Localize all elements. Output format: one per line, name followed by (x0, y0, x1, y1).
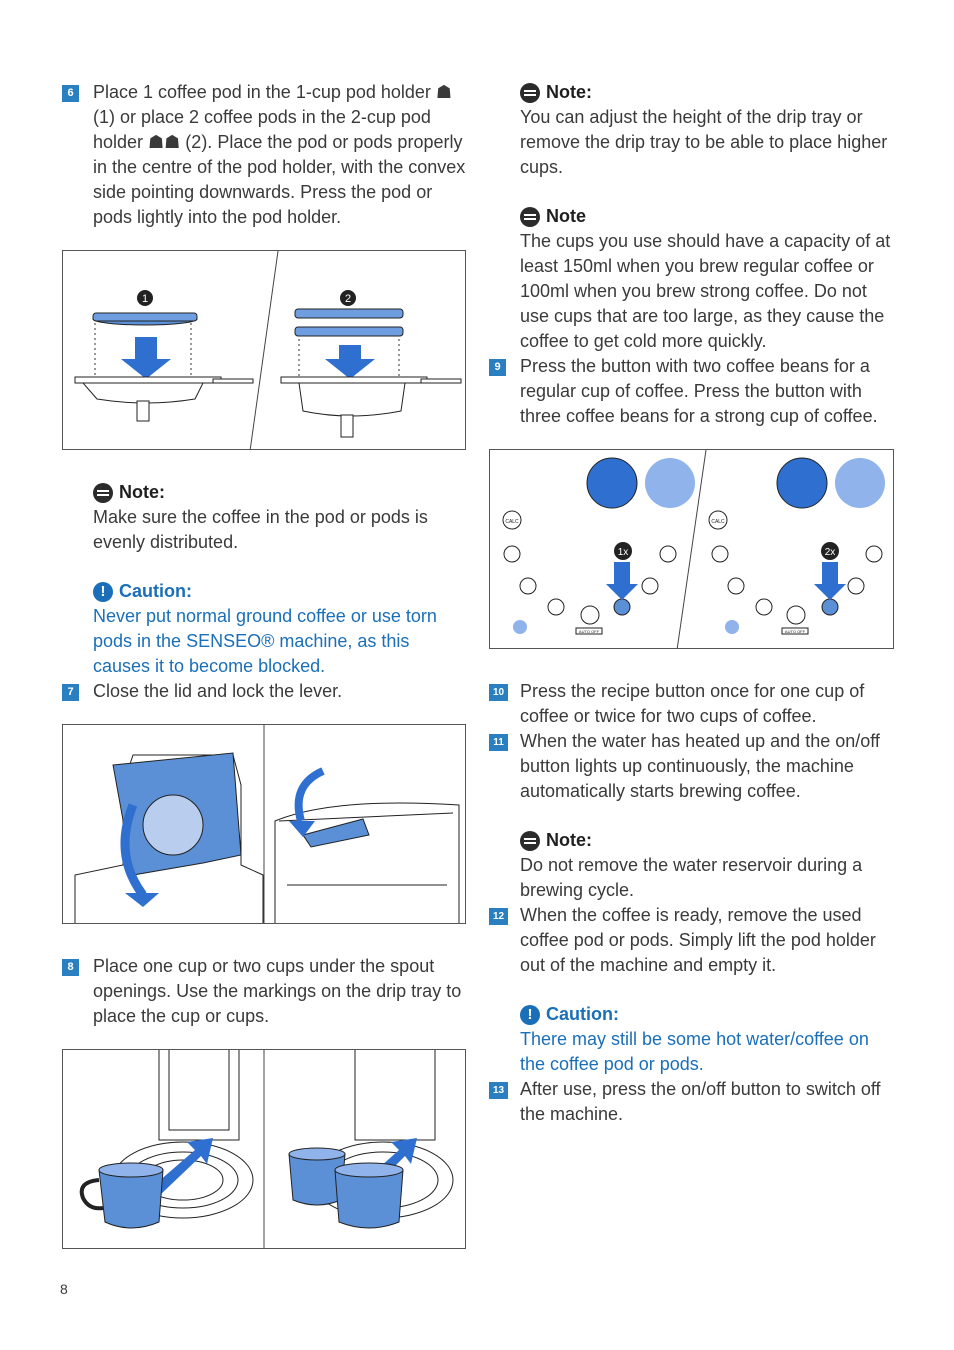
step-12: 12 When the coffee is ready, remove the … (489, 903, 894, 978)
step-number: 11 (489, 734, 508, 751)
close-lid-illustration (62, 724, 466, 924)
note-heading: Note (546, 206, 586, 226)
control-panel-illustration: CALC 1x AUTO OFF CALC 2x (489, 449, 894, 649)
caution-text: Never put normal ground coffee or use to… (93, 606, 437, 676)
note-icon (93, 482, 113, 503)
step-number: 13 (489, 1082, 508, 1099)
note-icon (520, 206, 540, 227)
caution-hot-water: ! Caution: There may still be some hot wa… (489, 1002, 894, 1077)
step-text: When the coffee is ready, remove the use… (520, 905, 876, 975)
note-text: The cups you use should have a capacity … (520, 231, 891, 351)
note-drip-tray: Note: You can adjust the height of the d… (489, 80, 894, 180)
two-x-label: 2x (825, 547, 836, 558)
auto-off-label-2: AUTO OFF (785, 629, 806, 634)
caution-ground-coffee: ! Caution: Never put normal ground coffee… (62, 579, 466, 679)
note-text: Do not remove the water reservoir during… (520, 855, 863, 900)
step-text: Place 1 coffee pod in the 1-cup pod hold… (93, 82, 466, 227)
step-number: 9 (489, 359, 506, 376)
caution-heading: Caution: (546, 1004, 619, 1024)
step-text: Press the button with two coffee beans f… (520, 356, 878, 426)
note-text: You can adjust the height of the drip tr… (520, 107, 888, 177)
note-icon (520, 830, 540, 851)
one-x-label: 1x (618, 547, 629, 558)
left-column: 6 Place 1 coffee pod in the 1-cup pod ho… (62, 80, 466, 1249)
step-10: 10 Press the recipe button once for one … (489, 679, 894, 729)
page-number: 8 (60, 1281, 68, 1297)
caution-heading: Caution: (119, 581, 192, 601)
cup-placement-illustration (62, 1049, 466, 1249)
step-text: When the water has heated up and the on/… (520, 731, 880, 801)
note-cup-capacity: Note The cups you use should have a capa… (489, 204, 894, 354)
step-text: Close the lid and lock the lever. (93, 681, 343, 701)
step-number: 12 (489, 908, 508, 925)
note-heading: Note: (119, 482, 165, 502)
auto-off-label-1: AUTO OFF (579, 629, 600, 634)
step-text: After use, press the on/off button to sw… (520, 1079, 881, 1124)
step-number: 10 (489, 684, 508, 701)
note-water-reservoir: Note: Do not remove the water reservoir … (489, 828, 894, 903)
step-text: Place one cup or two cups under the spou… (93, 956, 462, 1026)
step-8: 8 Place one cup or two cups under the sp… (62, 954, 466, 1029)
step-9: 9 Press the button with two coffee beans… (489, 354, 894, 429)
exclamation-icon: ! (93, 581, 113, 602)
step-number: 6 (62, 85, 79, 102)
figure-label-2: 2 (345, 293, 351, 305)
note-icon (520, 82, 540, 103)
step-number: 7 (62, 684, 79, 701)
pod-holder-illustration: 1 2 (62, 250, 466, 450)
note-text: Make sure the coffee in the pod or pods … (93, 507, 428, 552)
figure-label-1: 1 (142, 293, 148, 305)
calc-label-2: CALC (711, 519, 725, 525)
right-column: Note: You can adjust the height of the d… (489, 80, 894, 1127)
step-11: 11 When the water has heated up and the … (489, 729, 894, 804)
note-pod-distribution: Note: Make sure the coffee in the pod or… (62, 480, 466, 555)
caution-text: There may still be some hot water/coffee… (520, 1029, 869, 1074)
note-heading: Note: (546, 830, 592, 850)
calc-label: CALC (505, 519, 519, 525)
step-number: 8 (62, 959, 79, 976)
step-7: 7 Close the lid and lock the lever. (62, 679, 466, 704)
note-heading: Note: (546, 82, 592, 102)
step-text: Press the recipe button once for one cup… (520, 681, 865, 726)
step-6: 6 Place 1 coffee pod in the 1-cup pod ho… (62, 80, 466, 230)
exclamation-icon: ! (520, 1004, 540, 1025)
step-13: 13 After use, press the on/off button to… (489, 1077, 894, 1127)
